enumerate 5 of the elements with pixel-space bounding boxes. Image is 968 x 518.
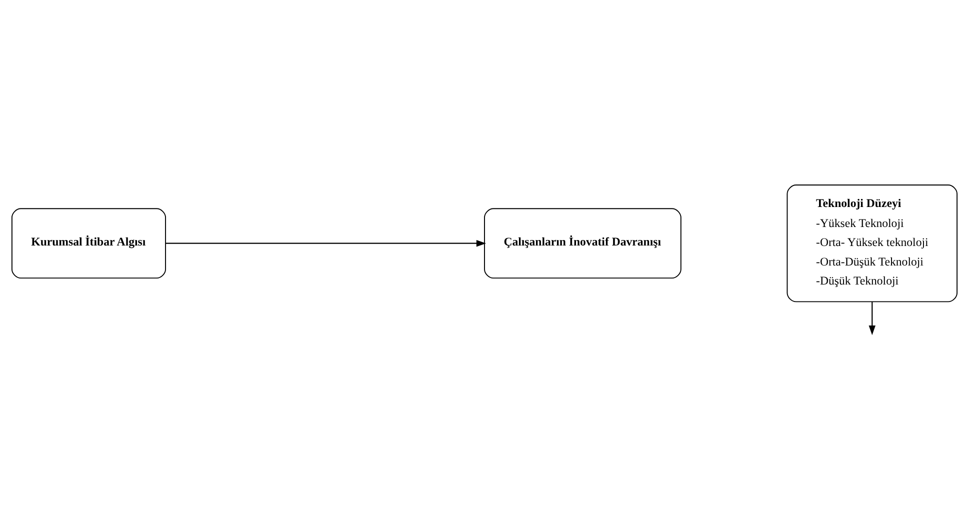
node-box: Kurumsal İtibar Algısı — [10, 208, 166, 278]
node-box: Çalışanların İnovatif Davranışı — [484, 208, 681, 278]
arrow — [165, 240, 486, 246]
node-box: Teknoloji Düzeyi -Yüksek Teknoloji -Orta- Yüksek teknoloji -Orta-Düşük Teknoloji -Düşük Teknoloji — [786, 184, 958, 302]
arrow — [868, 301, 875, 335]
